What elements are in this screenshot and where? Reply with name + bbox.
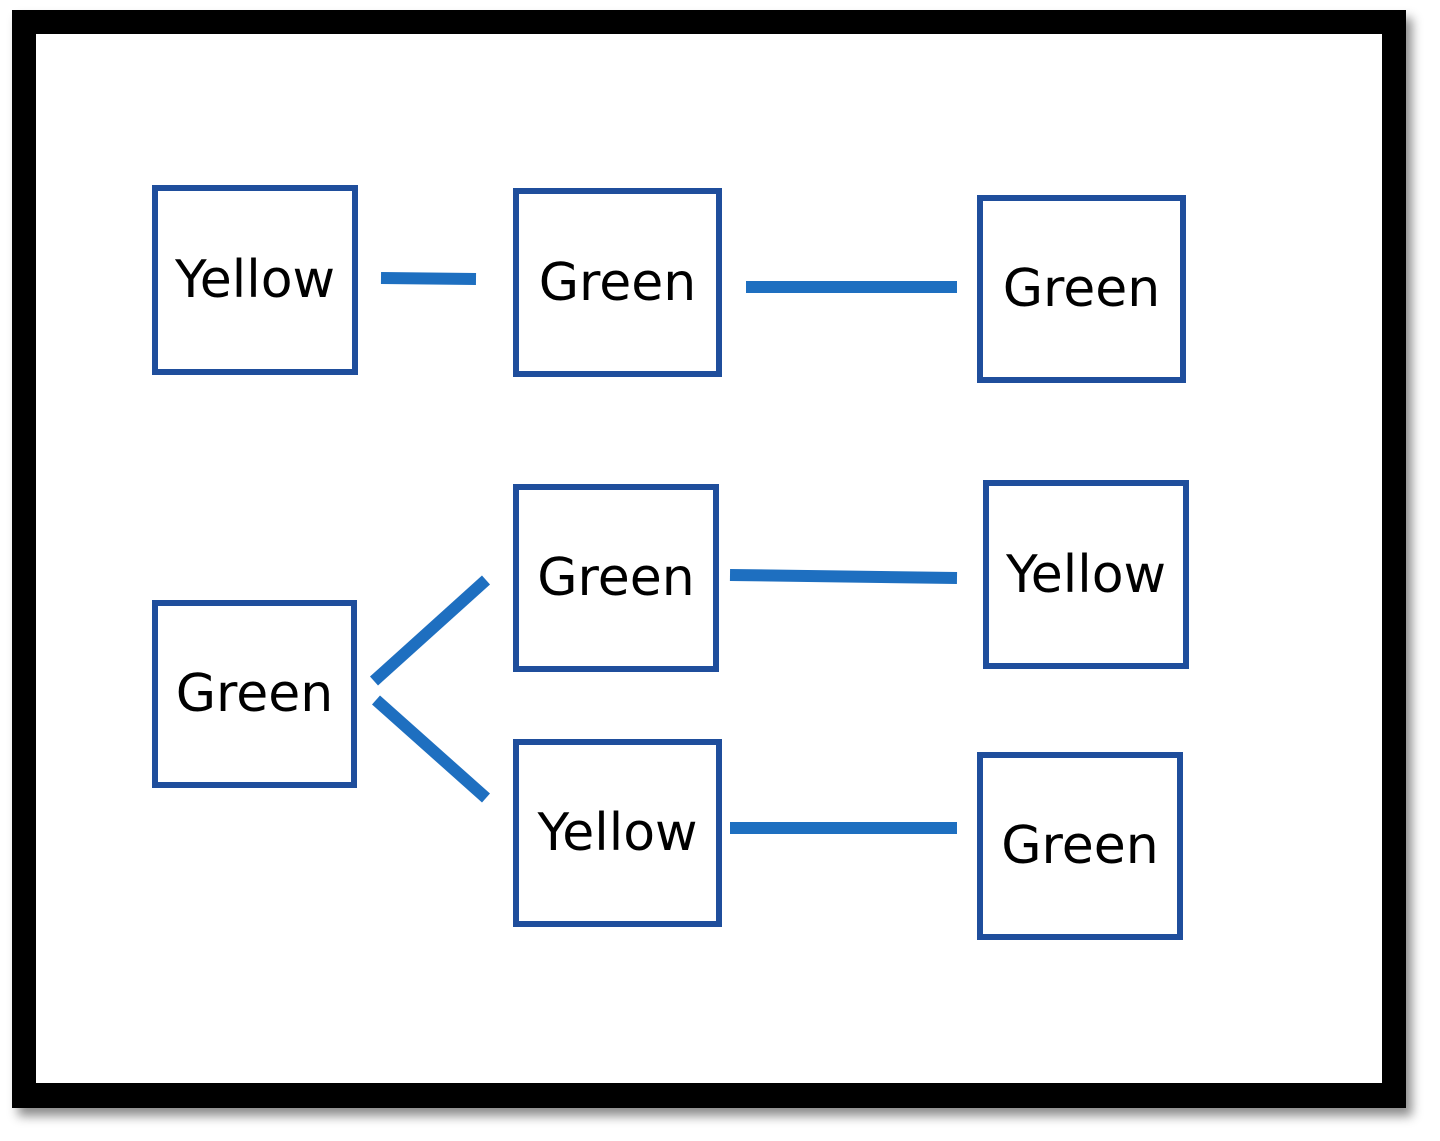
node-tree-lower-b: Yellow — [513, 739, 722, 927]
node-row1-b: Green — [513, 188, 722, 377]
edge-row1-a-to-row1-b — [380, 272, 477, 285]
node-label: Yellow — [1005, 544, 1167, 605]
node-label: Green — [1001, 816, 1159, 876]
edge-tree-root-to-upper — [369, 575, 491, 686]
node-label: Green — [537, 548, 695, 608]
edge-tree-root-to-lower — [372, 695, 490, 803]
node-label: Green — [175, 664, 334, 724]
node-tree-upper-b: Green — [513, 484, 719, 672]
node-label: Yellow — [174, 250, 336, 310]
node-label: Green — [1002, 259, 1161, 319]
node-tree-upper-c: Yellow — [983, 480, 1189, 669]
node-tree-lower-c: Green — [977, 752, 1183, 940]
node-label: Yellow — [537, 803, 698, 863]
node-tree-root: Green — [152, 600, 357, 788]
node-row1-a: Yellow — [152, 185, 358, 375]
node-label: Green — [538, 252, 697, 313]
edge-upper-b-to-upper-c — [729, 569, 958, 584]
node-row1-c: Green — [977, 195, 1186, 383]
